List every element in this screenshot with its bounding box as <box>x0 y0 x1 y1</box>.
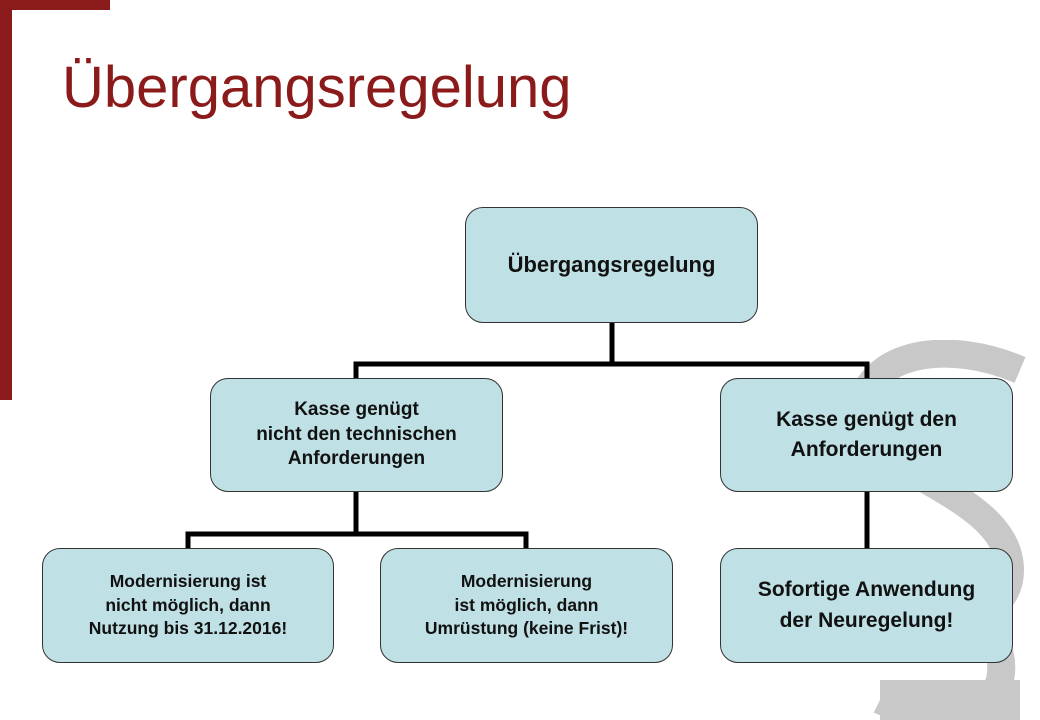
node-root: Übergangsregelung <box>465 207 758 323</box>
node-compliant-label: Kasse genügt den Anforderungen <box>776 407 957 461</box>
node-modernization-possible: Modernisierung ist möglich, dann Umrüstu… <box>380 548 673 663</box>
node-modernization-impossible: Modernisierung ist nicht möglich, dann N… <box>42 548 334 663</box>
node-root-label: Übergangsregelung <box>507 252 716 277</box>
node-immediate-application: Sofortige Anwendung der Neuregelung! <box>720 548 1013 663</box>
page-title: Übergangsregelung <box>62 55 572 120</box>
node-modernization-impossible-label: Modernisierung ist nicht möglich, dann N… <box>88 571 288 639</box>
node-immediate-application-label: Sofortige Anwendung der Neuregelung! <box>757 578 976 632</box>
accent-bracket-horizontal <box>0 0 110 10</box>
node-not-compliant: Kasse genügt nicht den technischen Anfor… <box>210 378 503 492</box>
node-compliant: Kasse genügt den Anforderungen <box>720 378 1013 492</box>
node-modernization-possible-label: Modernisierung ist möglich, dann Umrüstu… <box>424 571 629 639</box>
accent-bracket-vertical <box>0 0 12 400</box>
node-not-compliant-label: Kasse genügt nicht den technischen Anfor… <box>256 398 457 470</box>
